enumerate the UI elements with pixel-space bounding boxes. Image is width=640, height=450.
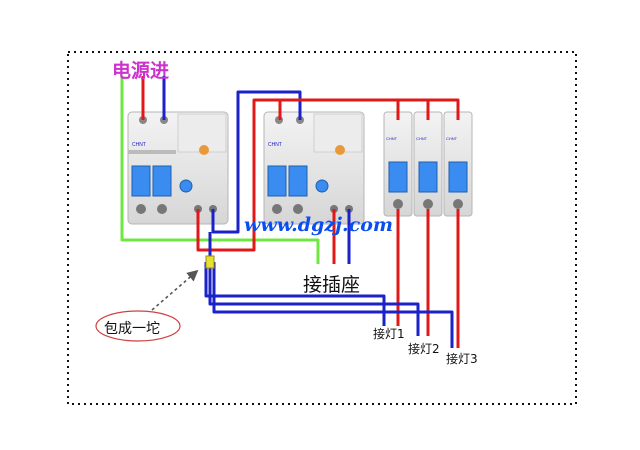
light-breaker-3 — [443, 111, 473, 217]
live-bus-wire — [280, 98, 460, 120]
light-1-label: 接灯1 — [373, 327, 405, 341]
light-breaker-1 — [383, 111, 413, 217]
socket-breaker-toggle-1[interactable] — [267, 165, 287, 197]
light-breaker-2-brand: CHNT — [416, 136, 428, 141]
light-breaker-3-brand: CHNT — [446, 136, 458, 141]
main-breaker-brand: CHNT — [132, 142, 146, 148]
light-breaker-2 — [413, 111, 443, 217]
socket-label: 接插座 — [303, 274, 361, 296]
main-breaker — [127, 111, 229, 225]
dotted-border — [67, 51, 577, 405]
main-to-bus-neutral-wire — [211, 90, 302, 234]
socket-breaker-brand: CHNT — [268, 142, 282, 148]
light-2-label: 接灯2 — [408, 342, 440, 356]
power-in-label: 电源进 — [112, 60, 170, 82]
light-breaker-1-toggle[interactable] — [388, 161, 408, 193]
light-breaker-3-toggle[interactable] — [448, 161, 468, 193]
light-3-neutral-wire — [212, 262, 454, 348]
main-to-bus-live-wire — [196, 98, 282, 252]
main-breaker-toggle-2[interactable] — [152, 165, 172, 197]
bundle-arrow — [151, 269, 199, 311]
bundle-callout-ellipse — [95, 310, 181, 342]
socket-breaker-toggle-2[interactable] — [288, 165, 308, 197]
light-2-neutral-wire — [208, 262, 420, 336]
ground-wire — [120, 76, 320, 264]
crimp-connector — [205, 255, 215, 269]
website-watermark: www.dgzj.com — [244, 214, 393, 236]
light-breaker-2-toggle[interactable] — [418, 161, 438, 193]
socket-breaker — [263, 111, 365, 225]
light-breaker-1-brand: CHNT — [386, 136, 398, 141]
main-breaker-toggle-1[interactable] — [131, 165, 151, 197]
light-3-label: 接灯3 — [446, 352, 478, 366]
bundle-label: 包成一坨 — [104, 321, 160, 337]
